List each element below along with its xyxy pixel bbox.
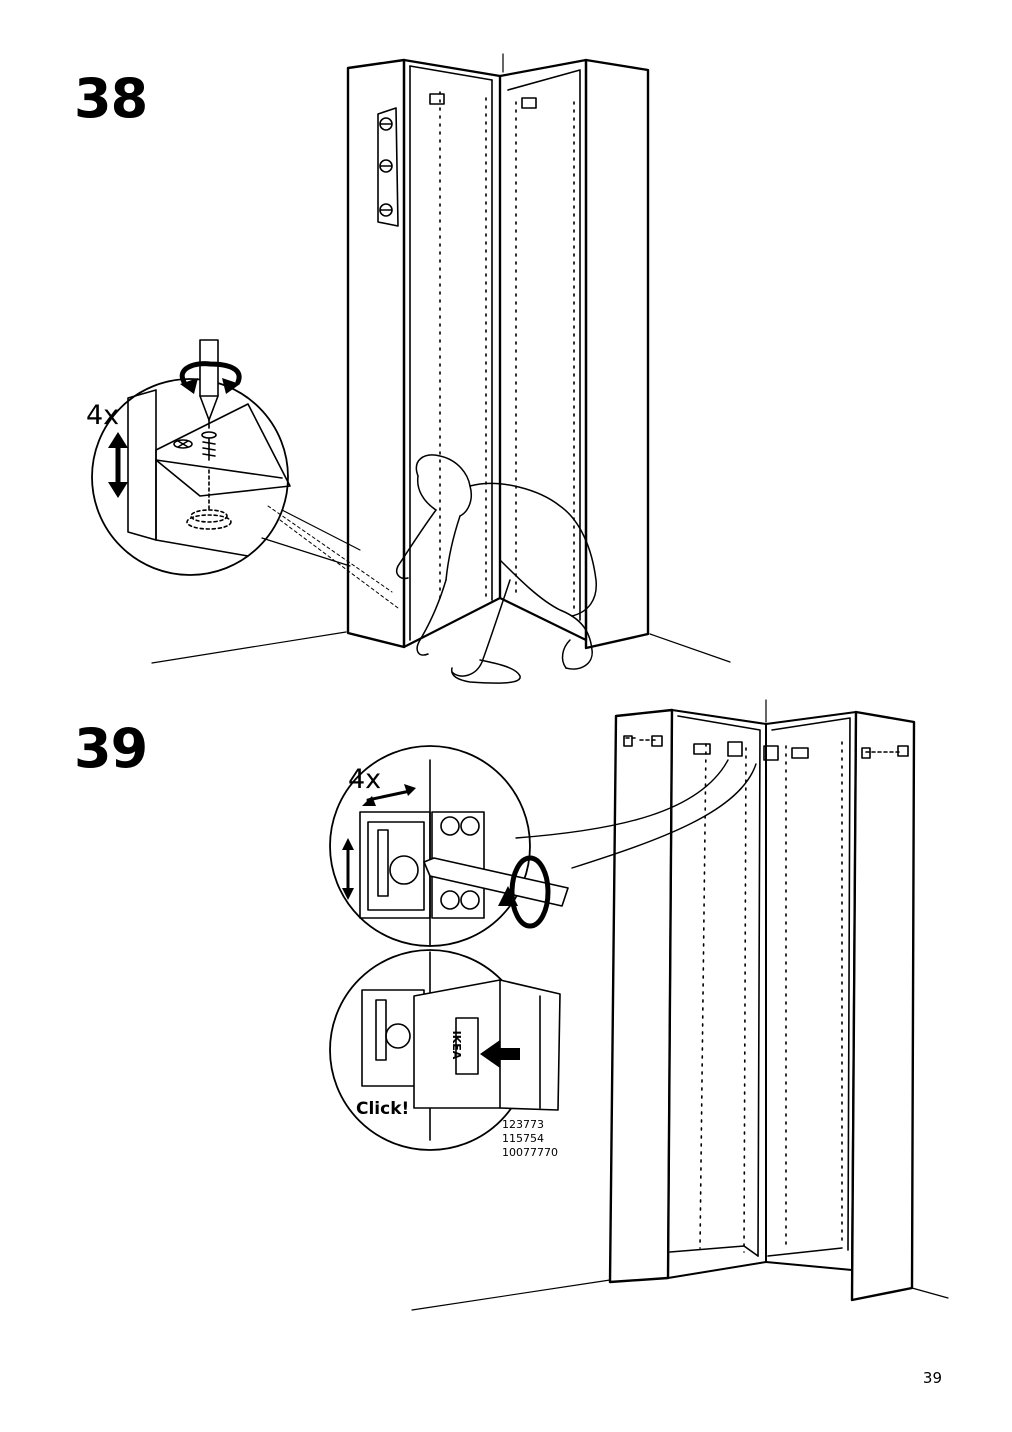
page-number: 39 [922, 1369, 942, 1387]
click-label: Click! [356, 1099, 409, 1119]
height-adjust-arrow-icon [108, 432, 128, 498]
part-number-3: 10077770 [502, 1146, 558, 1159]
ikea-logo: IKEA [450, 1031, 463, 1060]
step-38-quantity: 4x [86, 400, 119, 431]
step-39-illustration [329, 699, 949, 1311]
step-38-illustration [91, 53, 731, 684]
corner-cabinet-frame [515, 708, 916, 1302]
step-39-number: 39 [74, 717, 148, 780]
step-39-quantity: 4x [348, 764, 381, 795]
leveling-foot-detail [91, 339, 361, 576]
hinge-adjustment-detail [329, 745, 569, 947]
step-38-number: 38 [74, 67, 148, 130]
part-number-1: 123773 [502, 1118, 544, 1131]
corner-cabinet-frame [346, 58, 650, 650]
part-number-2: 115754 [502, 1132, 544, 1145]
person-figure [396, 454, 597, 684]
hinge-cover-detail [329, 949, 561, 1151]
wall-fitting-icon [377, 107, 399, 227]
